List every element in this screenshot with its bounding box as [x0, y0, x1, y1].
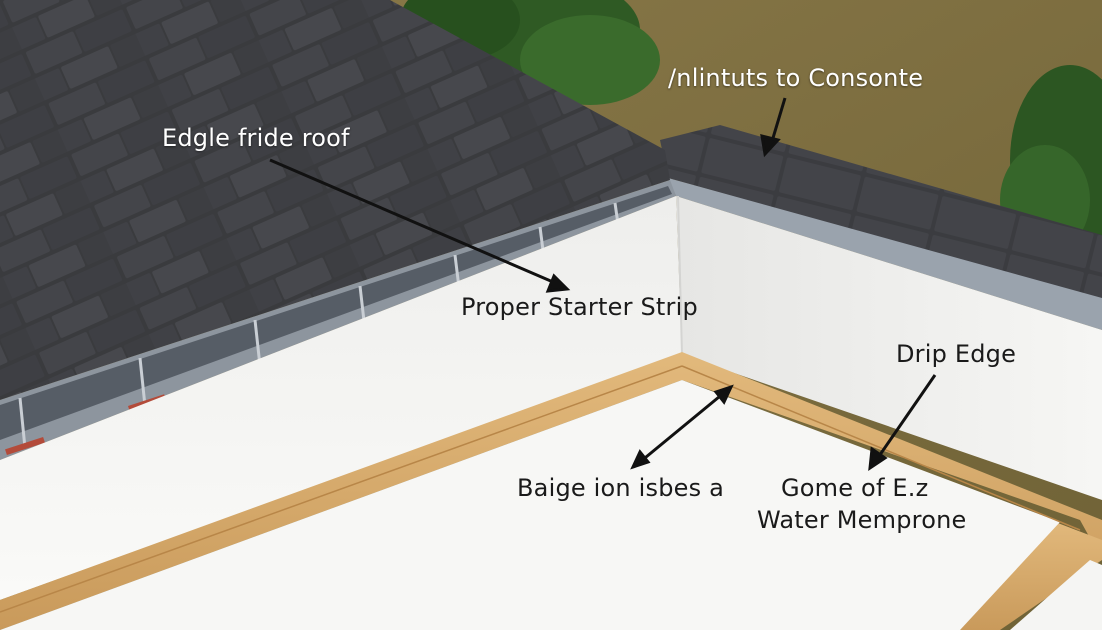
callout-bottom-left: Baige ion isbes a	[517, 474, 725, 502]
callout-drip-edge: Drip Edge	[896, 340, 1017, 368]
cap-shingle-row	[660, 125, 1102, 300]
membrane-wall-right	[676, 196, 1102, 500]
callout-bottom-right-line2: Water Memprone	[757, 506, 967, 534]
membrane-wall-left	[0, 196, 682, 600]
wood-frame-outer	[0, 352, 1102, 630]
callout-starter-strip: Proper Starter Strip	[461, 293, 698, 321]
shingle-roof	[0, 0, 670, 400]
metal-flashing-right	[668, 178, 1102, 330]
membrane-floor	[0, 380, 1060, 630]
annotation-arrows	[269, 97, 937, 472]
callout-top-left: Edgle fride roof	[162, 124, 350, 152]
callout-bottom-right-line1: Gome of E.z	[781, 474, 929, 502]
callout-top-right: /nlintuts to Consonte	[668, 64, 924, 92]
